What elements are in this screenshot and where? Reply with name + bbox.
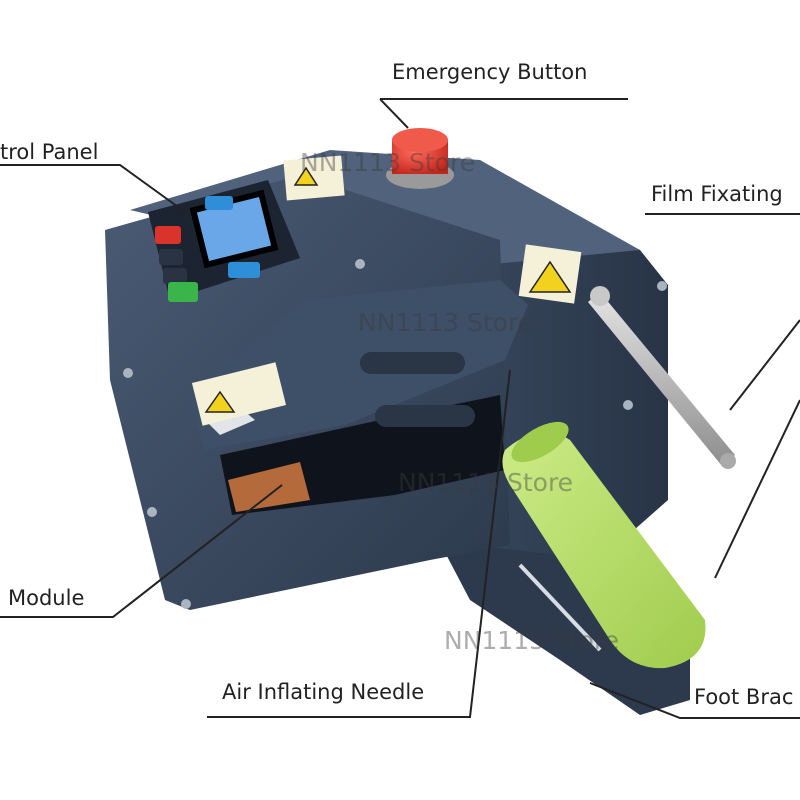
green-roller xyxy=(502,432,706,669)
leader-lines xyxy=(0,98,800,719)
screw xyxy=(623,400,633,410)
film-roll xyxy=(228,462,310,512)
emergency-button-top xyxy=(392,128,448,152)
emergency-button-label: Emergency Button xyxy=(392,60,588,84)
bracket-slot xyxy=(518,563,602,652)
roller-end-cap xyxy=(511,421,569,463)
screw xyxy=(657,281,667,291)
emergency-leader xyxy=(379,98,409,129)
foot-bracket-leader xyxy=(589,682,800,719)
film-fixating-leader-2 xyxy=(714,399,800,579)
module-label: Module xyxy=(8,586,85,610)
watermark: NN1113 Store xyxy=(444,626,620,655)
module-leader xyxy=(0,484,283,618)
top-warning-label xyxy=(283,155,345,201)
control-panel-label: trol Panel xyxy=(0,140,99,164)
film-fixating-label: Film Fixating xyxy=(651,182,783,206)
film-fixating-rod xyxy=(588,292,735,466)
screw xyxy=(147,507,157,517)
lower-roller xyxy=(375,405,475,427)
screw xyxy=(355,259,365,269)
panel-button-up xyxy=(205,196,233,210)
side-warning-icon xyxy=(528,260,572,293)
warning-triangle-icon xyxy=(293,166,319,186)
cover-warning-icon xyxy=(204,390,236,413)
watermark: NN1113 Store xyxy=(398,468,574,497)
control-panel-leader xyxy=(0,164,186,213)
panel-button-green xyxy=(168,282,198,302)
panel-button-down xyxy=(228,262,260,278)
lcd-screen xyxy=(196,197,272,261)
film-fixating-leader-1 xyxy=(729,319,800,411)
rod-tip xyxy=(720,453,736,469)
rod-base xyxy=(590,286,610,306)
panel-button-red xyxy=(155,226,181,244)
screw xyxy=(123,368,133,378)
foot-bracket-label: Foot Brac xyxy=(694,685,794,709)
watermark: NN1113 Store xyxy=(358,308,534,337)
screw xyxy=(181,599,191,609)
air-inflating-needle-label: Air Inflating Needle xyxy=(222,680,425,704)
panel-button-dark-1 xyxy=(159,249,183,265)
panel-button-dark-2 xyxy=(163,268,187,284)
upper-roller xyxy=(360,352,465,374)
needle-leader xyxy=(207,369,511,718)
watermark: NN1113 Store xyxy=(300,148,476,177)
